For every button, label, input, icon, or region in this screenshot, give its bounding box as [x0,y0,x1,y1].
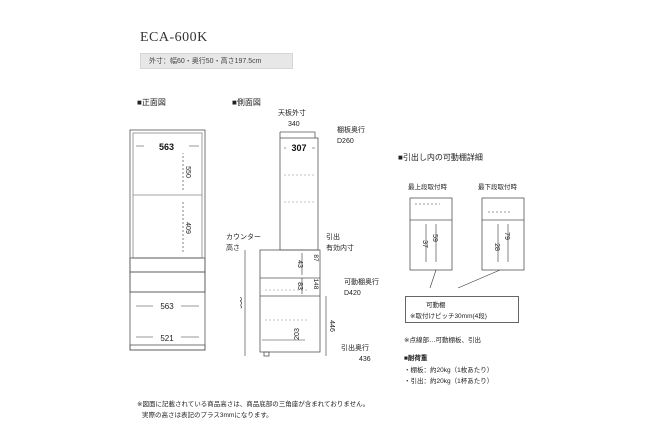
front-top-width: 563 [159,142,174,152]
front-view-title: ■正面図 [137,98,166,107]
shelf-depth-value: D260 [337,138,354,145]
detail-bottom-dim-1: 28 [493,243,500,251]
movable-shelf-pitch: ※取付けピッチ30mm(4段) [410,313,487,320]
lower-height-value: 446 [328,320,335,332]
detail-top-dim-1: 37 [421,240,428,248]
footnote-line-2: 実際の高さは表記のプラス3mmになります。 [142,412,273,419]
drawer-h4: 148 [312,279,319,290]
side-view-title: ■側面図 [232,98,261,107]
movable-shelf-value: D420 [344,290,361,297]
shelf-depth-label: 棚板奥行 [337,127,365,134]
movable-shelf-box: 可動棚 ※取付けピッチ30mm(4段) [405,296,519,323]
drawer-h1: 43 [296,260,303,268]
counter-height-value: 938 [240,297,244,309]
detail-drawing: 37 59 28 79 [409,197,525,289]
front-upper-height: 550 [184,166,191,178]
load-title: ■耐荷重 [404,355,428,362]
detail-top-dim-2: 59 [431,234,438,242]
detail-bottom-dim-2: 79 [503,232,510,240]
footnote-line-1: ※図面に記載されている商品高さは、商品底部の三角座が含まれておりません。 [137,401,370,408]
detail-top-label: 最上段取付時 [408,184,447,191]
front-lower-shelf-height: 409 [184,222,191,234]
dotted-note: ※点線部…可動棚板、引出 [404,337,481,344]
lower-inner-depth: 203 [294,328,301,340]
detail-title: ■引出し内の可動棚詳細 [398,153,483,162]
front-drawer-width: 563 [160,302,174,311]
front-base-width: 521 [160,334,174,343]
front-view-drawing: 563 550 409 563 521 [129,129,206,351]
side-inner-depth: 307 [291,143,306,153]
drawer-h3: 83 [296,282,303,290]
detail-bottom-label: 最下段取付時 [478,184,517,191]
drawer-label: 引出 [326,234,340,241]
movable-shelf-box-label: 可動棚 [426,302,446,309]
drawer-depth-label: 引出奥行 [341,345,369,352]
counter-label-2: 高さ [226,245,240,252]
top-plate-label: 天板外寸 [278,110,306,117]
drawer-label-2: 有効内寸 [326,245,354,252]
drawer-h2: 87 [312,254,319,262]
outer-dimensions: 外寸：幅60・奥行50・高さ197.5cm [140,53,293,69]
side-view-drawing: 307 43 87 83 148 938 446 203 [240,131,335,357]
drawer-depth-value: 436 [359,356,371,363]
top-plate-value: 340 [288,121,300,128]
counter-label: カウンター [226,234,261,241]
product-model: ECA-600K [140,30,208,45]
load-shelf: ・棚板：約20kg（1枚あたり） [404,367,494,374]
load-drawer: ・引出：約20kg（1杯あたり） [404,378,494,385]
movable-shelf-label: 可動棚奥行 [344,279,379,286]
